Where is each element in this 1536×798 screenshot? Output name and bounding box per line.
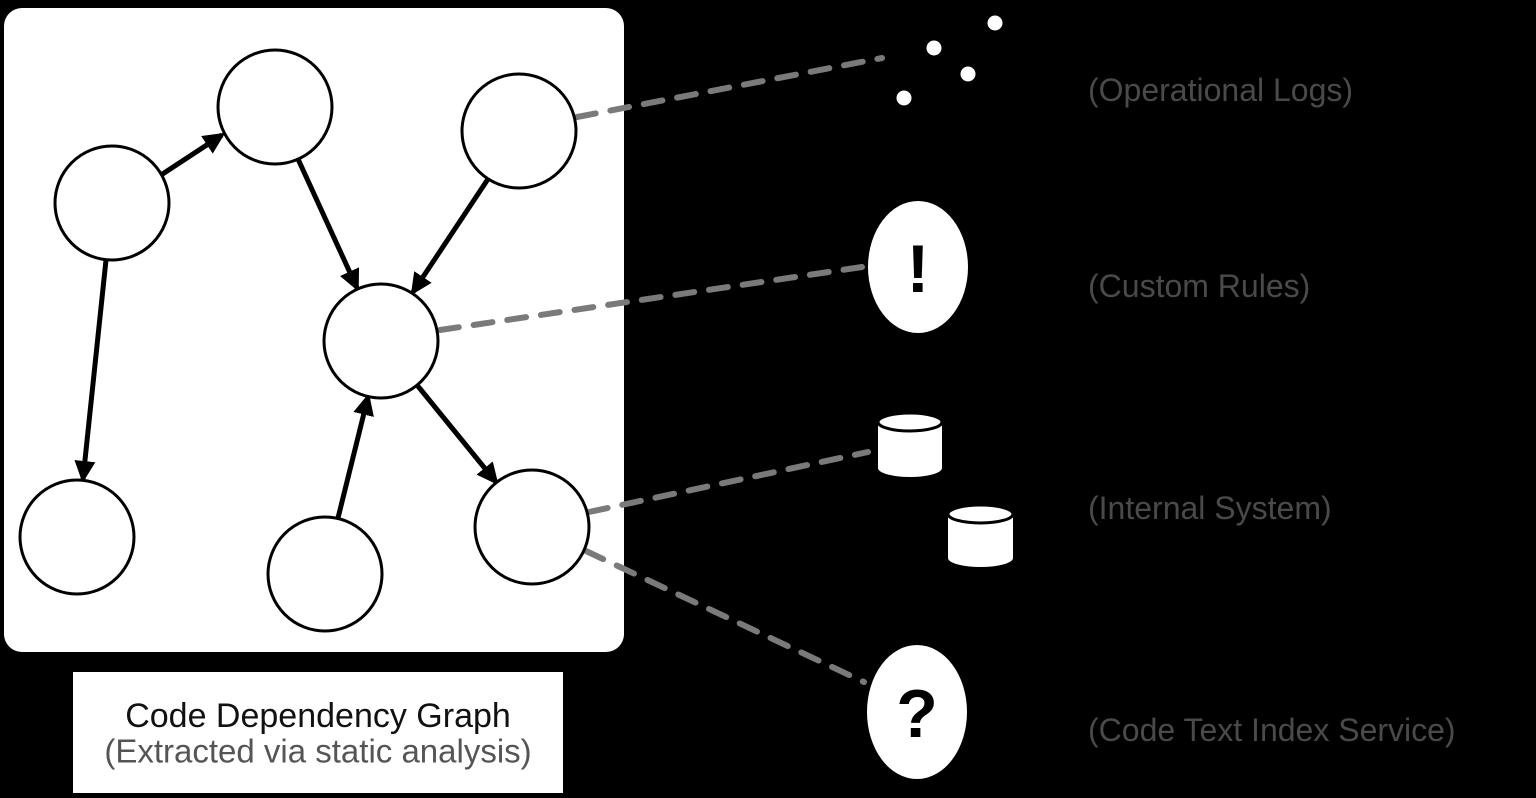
cylinder-top bbox=[946, 503, 1015, 525]
label-code-text-index-service: (Code Text Index Service) bbox=[1088, 712, 1456, 748]
graph-node-6 bbox=[266, 515, 384, 633]
label-internal-system: (Internal System) bbox=[1088, 490, 1332, 526]
label-operational-logs: (Operational Logs) bbox=[1088, 72, 1353, 108]
cylinder-body bbox=[948, 514, 1013, 567]
database-cylinder-2 bbox=[946, 503, 1015, 567]
cylinder-top bbox=[876, 411, 944, 433]
scatter-dots-icon bbox=[896, 15, 1003, 106]
label-custom-rules: (Custom Rules) bbox=[1088, 268, 1310, 304]
caption-title: Code Dependency Graph bbox=[125, 697, 511, 735]
scatter-dot bbox=[987, 15, 1003, 31]
edge-node4-node7 bbox=[415, 383, 499, 486]
question-glyph: ? bbox=[896, 676, 938, 752]
graph-nodes bbox=[18, 48, 591, 633]
scatter-dot bbox=[896, 90, 912, 106]
connector-node7-code-text-index bbox=[583, 548, 867, 685]
graph-node-3 bbox=[53, 144, 171, 262]
edge-node3-node1 bbox=[159, 132, 226, 178]
database-cylinder-icon bbox=[876, 411, 1015, 567]
exclamation-circle-shape bbox=[868, 201, 968, 333]
dashed-connectors bbox=[437, 55, 885, 685]
connector-node7-internal-system bbox=[586, 449, 871, 515]
edge-node3-node5 bbox=[74, 259, 109, 483]
connector-node2-operational-logs bbox=[574, 55, 885, 120]
edge-node6-node4 bbox=[335, 393, 374, 519]
graph-node-4 bbox=[322, 282, 440, 400]
graph-node-7 bbox=[473, 468, 591, 586]
database-cylinder-1 bbox=[876, 411, 944, 477]
cylinder-body bbox=[878, 422, 942, 477]
graph-node-1 bbox=[216, 48, 334, 166]
graph-node-2 bbox=[460, 72, 578, 190]
graph-node-5 bbox=[18, 478, 136, 596]
question-circle-icon: ? bbox=[867, 645, 967, 779]
question-circle-shape bbox=[867, 645, 967, 779]
caption-subtitle: (Extracted via static analysis) bbox=[104, 733, 531, 770]
scatter-dot bbox=[960, 66, 976, 82]
exclamation-glyph: ! bbox=[907, 231, 930, 307]
connector-node4-custom-rules bbox=[437, 264, 865, 333]
edge-node2-node4 bbox=[410, 177, 491, 296]
edge-node1-node4 bbox=[295, 157, 360, 292]
exclamation-circle-icon: ! bbox=[868, 201, 968, 333]
graph-edges bbox=[74, 132, 499, 519]
caption-box bbox=[73, 672, 563, 793]
scatter-dot bbox=[926, 40, 942, 56]
